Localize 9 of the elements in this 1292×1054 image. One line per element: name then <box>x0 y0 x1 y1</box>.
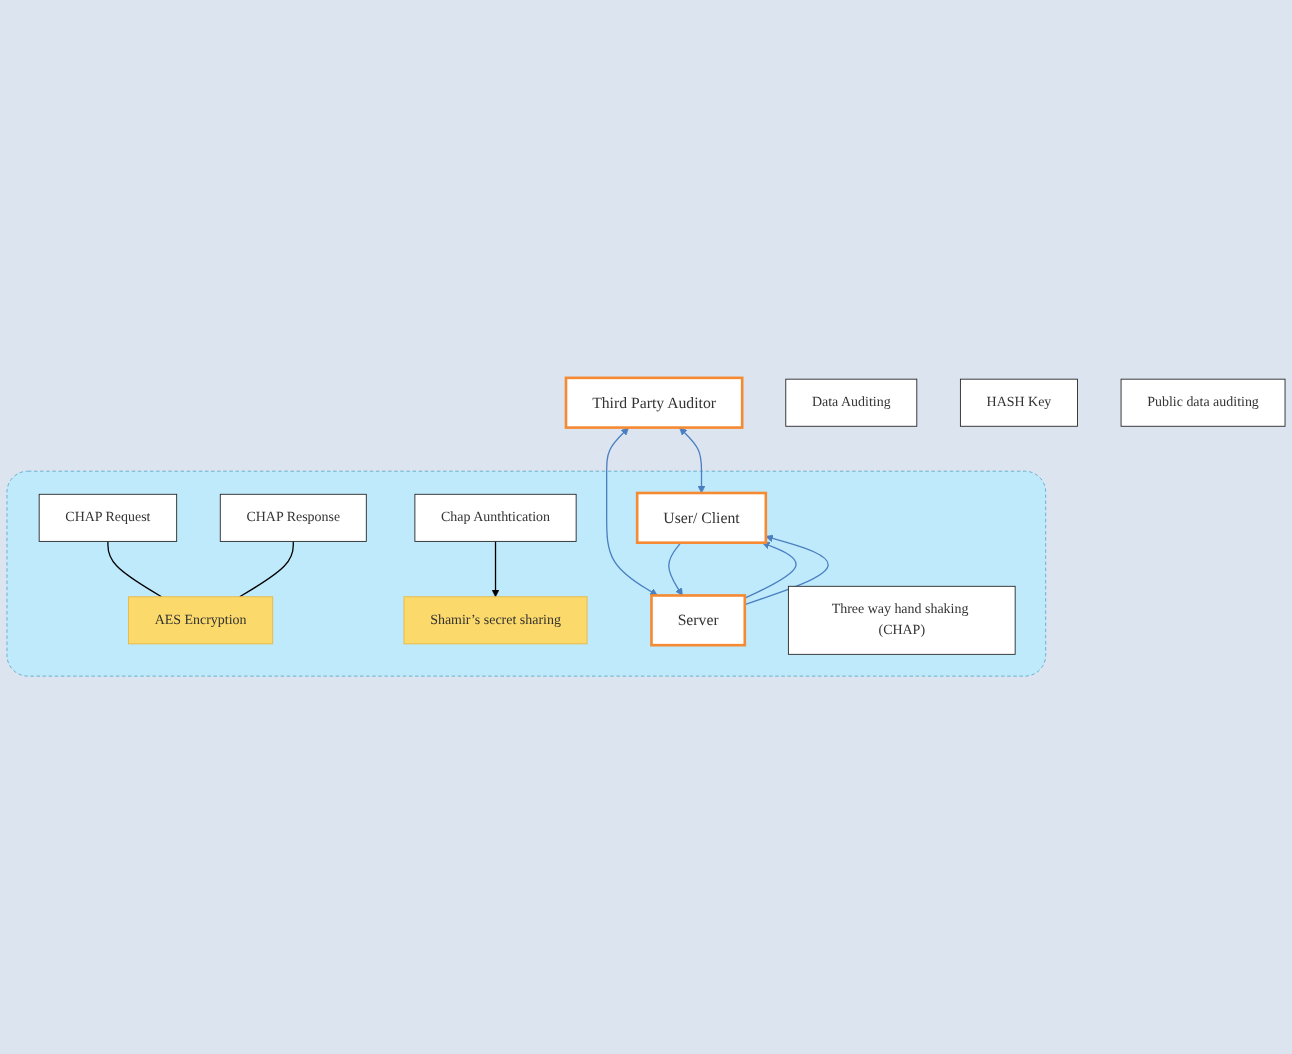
arrow <box>491 540 500 598</box>
connector <box>107 540 163 598</box>
connector <box>239 540 294 598</box>
arrow <box>606 427 658 596</box>
cluster <box>6 470 1047 677</box>
arrow <box>668 542 683 596</box>
arrow <box>744 534 829 606</box>
arrow <box>744 541 797 599</box>
arrow <box>679 427 706 494</box>
